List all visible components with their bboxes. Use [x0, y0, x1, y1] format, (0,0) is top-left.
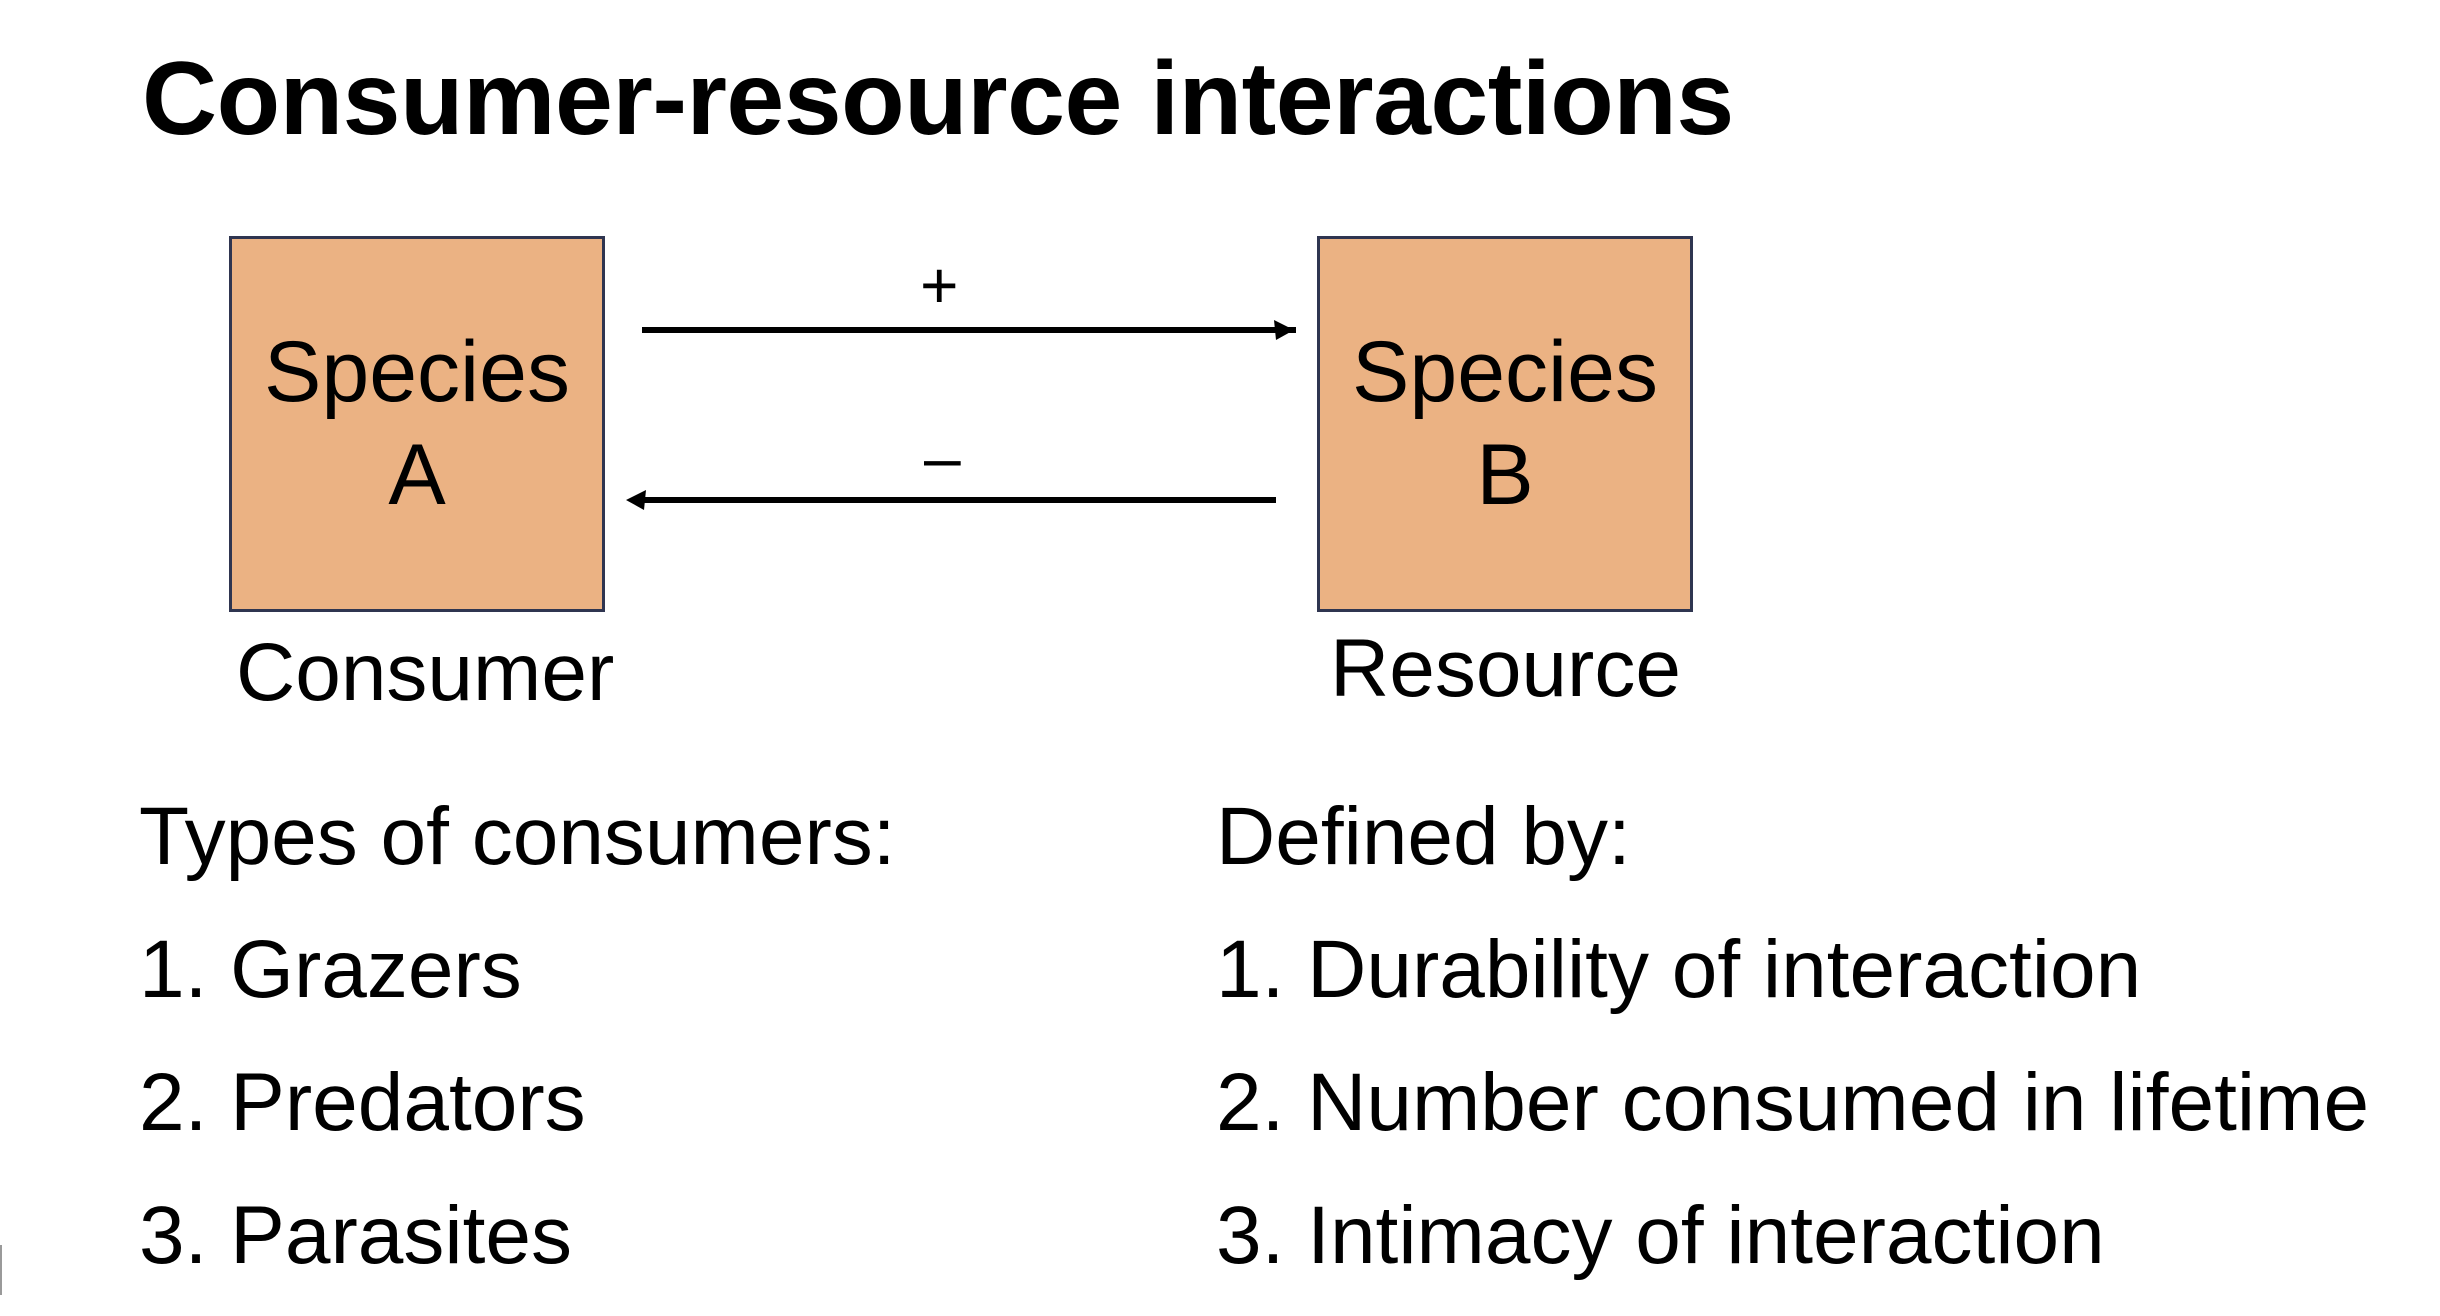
consumer-label: Consumer	[236, 627, 615, 718]
list-item: 3. Parasites	[139, 1190, 572, 1281]
list-item: 1. Durability of interaction	[1216, 924, 2142, 1015]
slide-edge-divider	[0, 1245, 2, 1295]
interaction-arrows	[626, 320, 1296, 510]
species-b-box: Species B	[1317, 236, 1693, 612]
defined-by-heading: Defined by:	[1216, 791, 1631, 882]
species-a-label-line2: A	[388, 427, 446, 523]
defined-by-list: Defined by: 1. Durability of interaction…	[1216, 796, 2369, 1316]
list-item: 2. Predators	[139, 1057, 586, 1148]
list-item: 3. Intimacy of interaction	[1216, 1190, 2105, 1281]
resource-label: Resource	[1330, 623, 1681, 714]
arrow-a-to-b	[642, 320, 1296, 340]
consumer-types-list: Types of consumers: 1. Grazers 2. Predat…	[139, 796, 896, 1316]
species-b-label-line2: B	[1476, 427, 1534, 523]
positive-effect-sign: +	[920, 248, 959, 322]
slide-title: Consumer-resource interactions	[142, 41, 1734, 157]
list-item: 2. Number consumed in lifetime	[1216, 1057, 2370, 1148]
arrow-b-to-a	[626, 490, 1276, 510]
species-a-box: Species A	[229, 236, 605, 612]
negative-effect-sign: –	[924, 420, 961, 494]
species-a-label-line1: Species	[264, 323, 570, 420]
list-item: 1. Grazers	[139, 924, 522, 1015]
consumer-types-heading: Types of consumers:	[139, 791, 896, 882]
species-b-label-line1: Species	[1352, 323, 1658, 420]
